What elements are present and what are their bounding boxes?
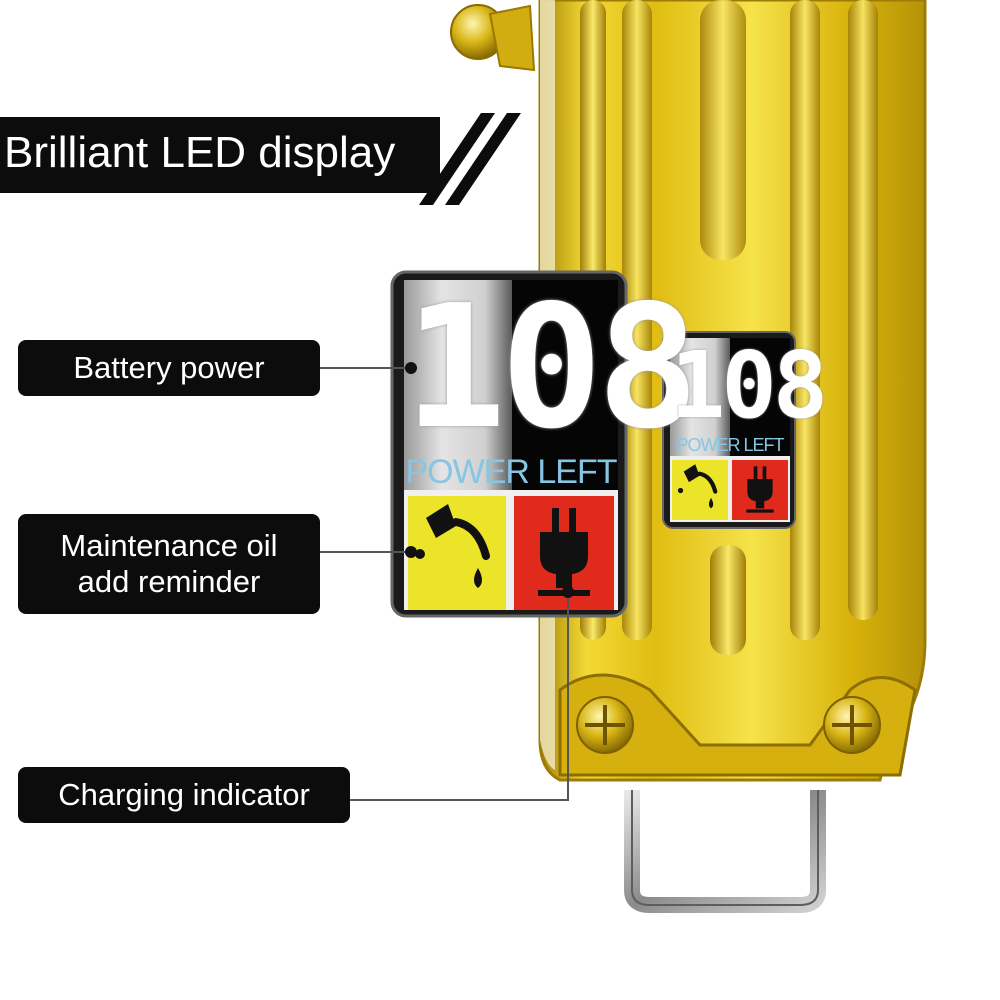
title-banner xyxy=(0,117,440,193)
battery-power-label: Battery power xyxy=(18,340,320,396)
charging-indicator-text: Charging indicator xyxy=(58,777,310,813)
battery-digits-small: 108 xyxy=(670,332,828,439)
leader-charging-v xyxy=(567,592,569,801)
power-left-caption-large: POWER LEFT xyxy=(405,453,617,491)
oil-can-icon-small xyxy=(677,464,718,509)
oil-reminder-label: Maintenance oil add reminder xyxy=(18,514,320,614)
oil-reminder-line1: Maintenance oil xyxy=(60,528,278,564)
plug-icon-small xyxy=(746,466,774,513)
leader-oil-dot xyxy=(405,546,417,558)
battery-power-text: Battery power xyxy=(73,350,265,386)
leader-charging-dot xyxy=(562,586,574,598)
power-left-caption-small: POWER LEFT xyxy=(676,435,784,455)
leader-battery xyxy=(320,367,410,369)
oil-can-icon xyxy=(415,504,490,588)
leader-charging-h xyxy=(350,799,569,801)
charging-indicator-label: Charging indicator xyxy=(18,767,350,823)
battery-digits-large: 108 xyxy=(404,269,699,467)
oil-reminder-line2: add reminder xyxy=(77,564,261,599)
page-title: Brilliant LED display xyxy=(4,128,396,177)
leader-battery-dot xyxy=(405,362,417,374)
leader-oil xyxy=(320,551,410,553)
